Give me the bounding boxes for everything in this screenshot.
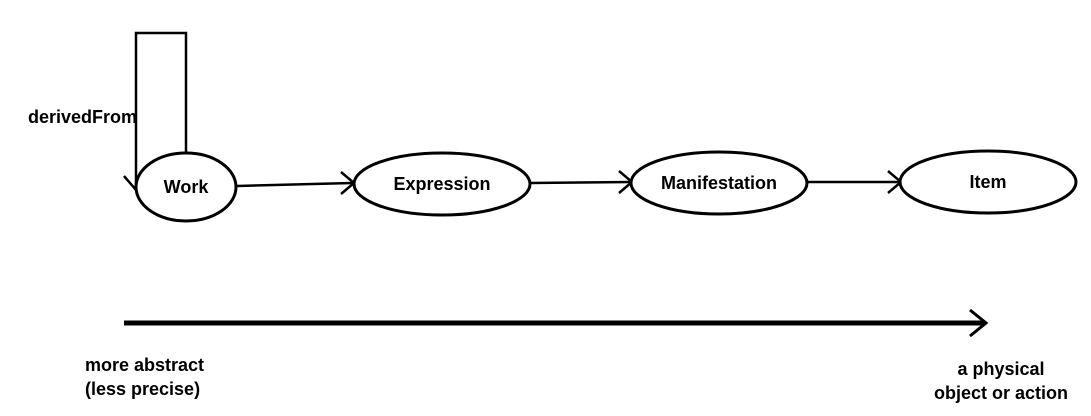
node-item: Item [898,149,1078,215]
abstraction-axis: more abstract (less precise) a physical … [85,308,1068,403]
node-work-shape [134,151,238,223]
axis-left-label-line1: more abstract [85,355,204,375]
derived-from-loop-line [134,31,188,190]
derived-from-label: derivedFrom [28,107,137,127]
abstraction-axis-arrowhead [969,308,989,338]
derived-from-loop: derivedFrom [28,31,188,192]
edge-work-expression [236,171,356,195]
axis-right-label-line1: a physical [957,359,1044,379]
edge-expression-manifestation [529,170,634,194]
node-expression-label: Expression [393,174,490,194]
node-work-label: Work [164,177,210,197]
node-manifestation: Manifestation [629,150,809,216]
node-manifestation-label: Manifestation [661,173,777,193]
node-item-label: Item [969,172,1006,192]
edge-expression-manifestation-line [529,180,631,185]
edge-work-expression-line [236,181,353,188]
node-item-shape [898,149,1078,215]
node-expression-shape [352,151,532,217]
axis-left-label-line2: (less precise) [85,379,200,399]
edge-manifestation-item [808,170,903,194]
node-expression: Expression [352,151,532,217]
node-manifestation-shape [629,150,809,216]
node-work: Work [134,151,238,223]
axis-right-label-line2: object or action [934,383,1068,403]
